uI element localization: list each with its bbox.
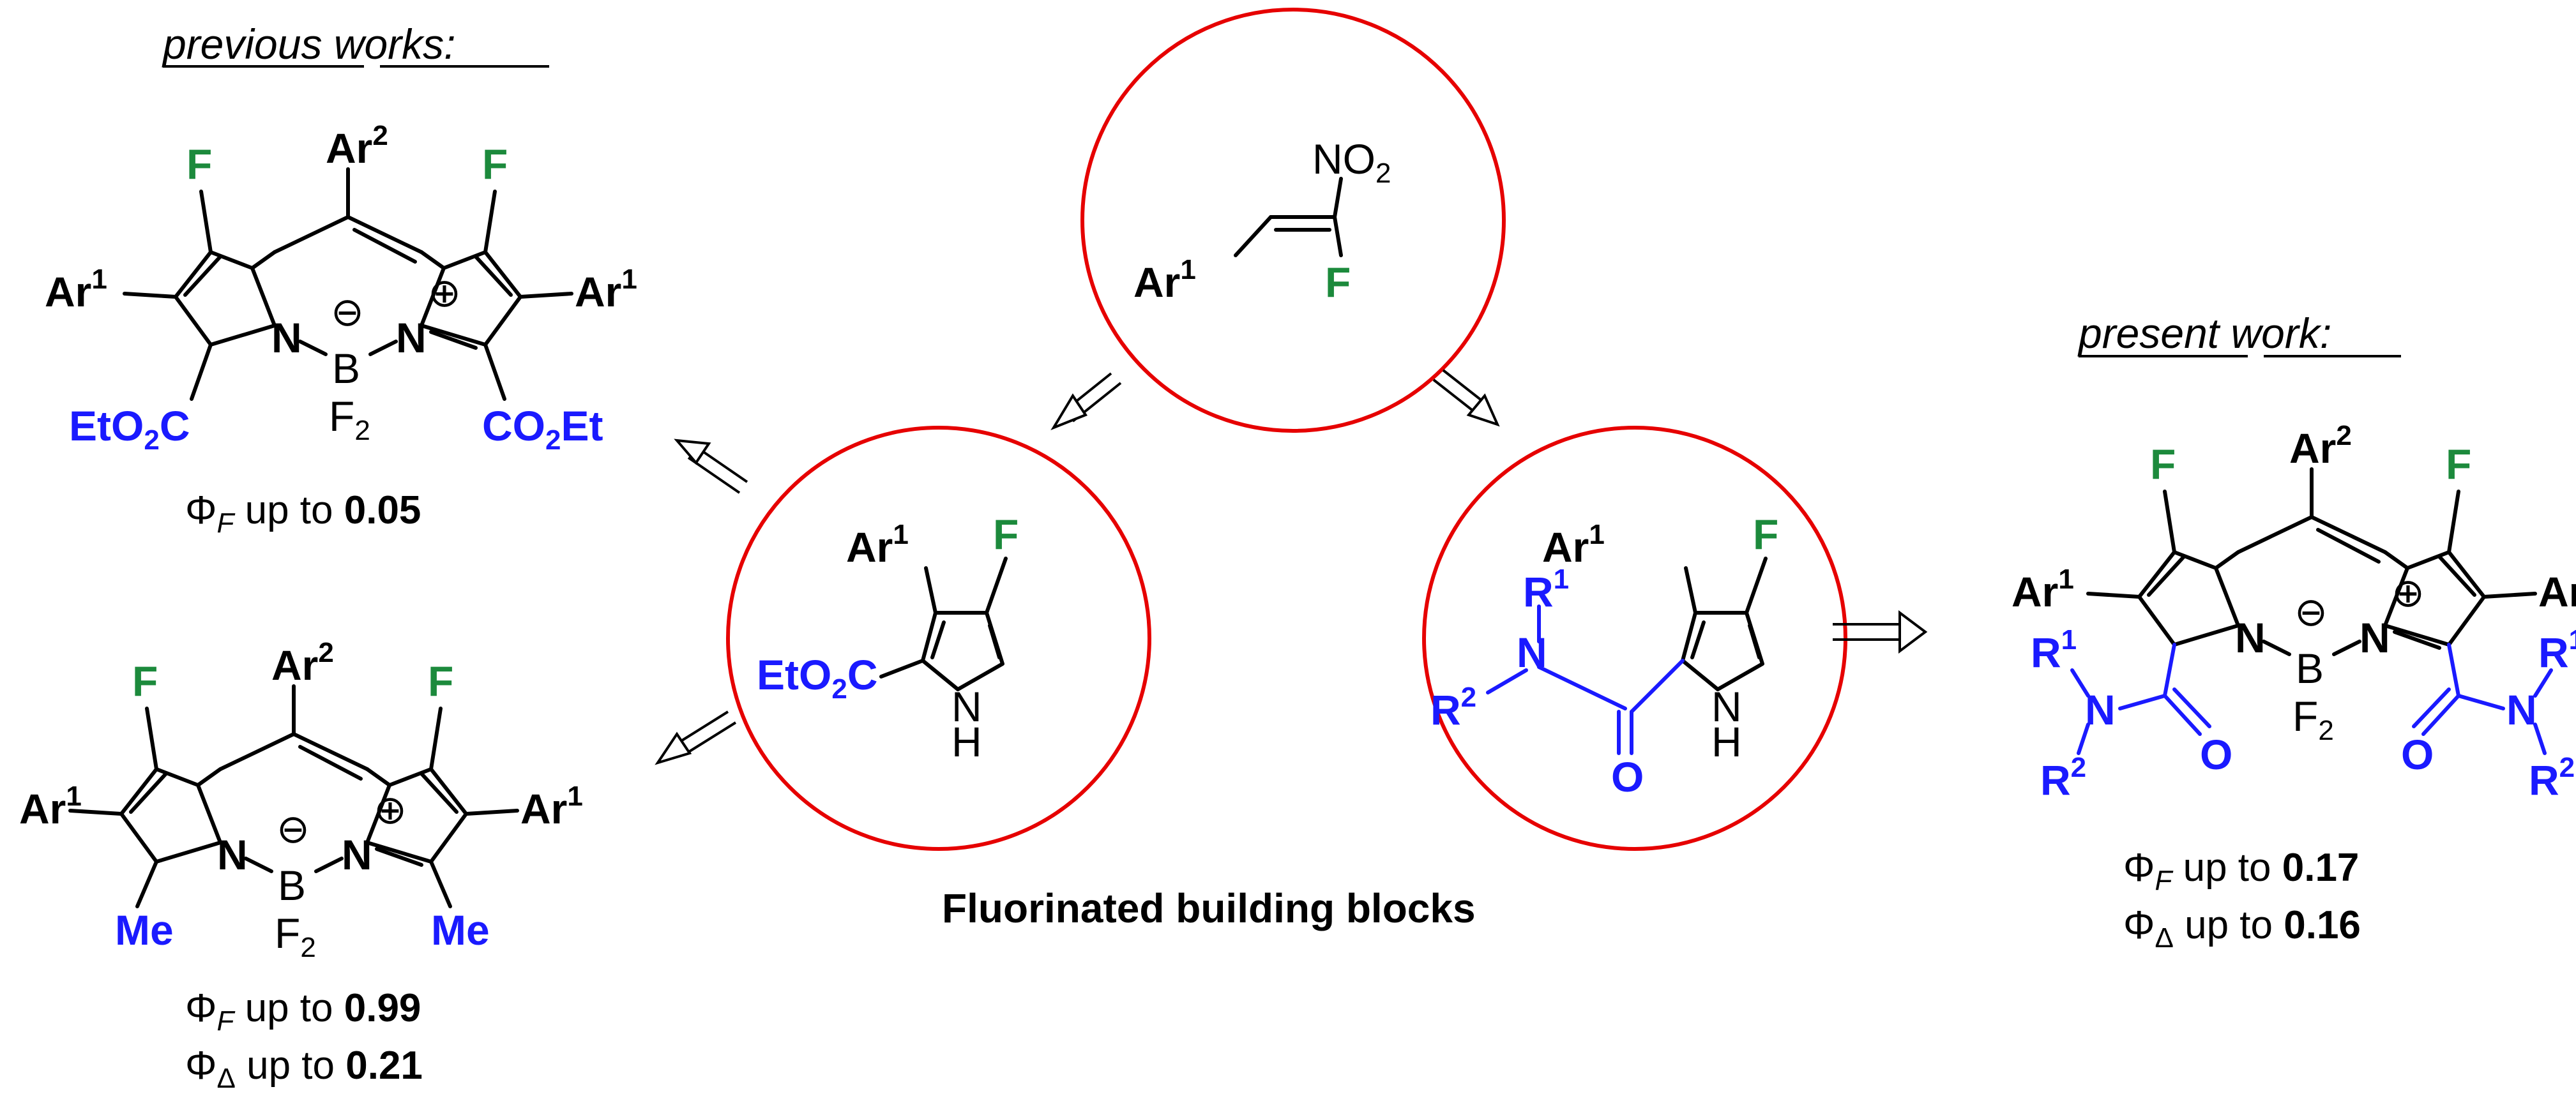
r1-label: R1 — [2538, 624, 2576, 676]
arrow-nitroalkene-to-amide-pyrrole — [1432, 369, 1500, 427]
negative-charge: ⊖ — [277, 807, 310, 851]
fluorine-label: F — [993, 511, 1019, 558]
bodipy-ester-structure: F F Ar2 Ar1 Ar1 N N B F2 ⊖ ⊕ EtO2C CO2Et — [45, 120, 637, 456]
fluorine-label: F — [428, 657, 453, 705]
nitro-group-label: NO2 — [1312, 135, 1391, 189]
positive-charge: ⊕ — [374, 788, 407, 832]
amide-nitrogen-label: N — [2085, 686, 2116, 733]
boron-label: B — [278, 862, 306, 909]
fluorescence-yield-2: ΦF up to 0.99 — [185, 986, 421, 1037]
fluorine-label: F — [482, 140, 508, 188]
aryl-label: Ar1 — [19, 781, 82, 832]
r1-label: R1 — [2031, 624, 2077, 676]
negative-charge: ⊖ — [331, 290, 364, 334]
r2-label: R2 — [2040, 752, 2086, 804]
nitrogen-label: N — [342, 831, 372, 878]
arrow-to-previous-work-1 — [674, 439, 748, 494]
hydrogen-label: H — [1711, 718, 1742, 765]
nitroalkene-circle: NO2 F Ar1 — [1080, 8, 1506, 433]
difluoride-label: F2 — [2292, 693, 2334, 746]
present-work-header: present work: — [2077, 310, 2401, 357]
oxygen-label: O — [2200, 731, 2232, 778]
fluorescence-yield-1: ΦF up to 0.05 — [185, 488, 421, 539]
arrow-to-present-work — [1833, 610, 1928, 654]
negative-charge: ⊖ — [2294, 590, 2328, 634]
nitrogen-label: N — [1711, 683, 1742, 730]
svg-text:previous works:: previous works: — [162, 20, 456, 68]
svg-text:present work:: present work: — [2077, 310, 2331, 357]
ester-label: EtO2C — [69, 402, 190, 456]
r2-label: R2 — [2529, 752, 2575, 804]
methyl-label: Me — [115, 906, 174, 954]
ester-label: EtO2C — [757, 651, 878, 705]
bodipy-amide-structure: F F Ar2 Ar1 Ar1 N N B F2 ⊖ ⊕ N R1 R2 O N… — [2012, 420, 2576, 804]
building-blocks-caption: Fluorinated building blocks — [942, 885, 1476, 931]
oxygen-label: O — [1611, 753, 1644, 800]
right-pyrrole-ring — [420, 250, 522, 347]
left-pyrrole-ring — [174, 250, 277, 347]
aryl-label: Ar1 — [846, 519, 909, 571]
amide-nitrogen-label: N — [1517, 629, 1547, 676]
r2-label: R2 — [1430, 682, 1476, 733]
difluoride-label: F2 — [275, 910, 316, 963]
aryl-label: Ar2 — [2289, 420, 2352, 472]
singlet-oxygen-yield-present: ΦΔ up to 0.16 — [2123, 903, 2361, 954]
difluoride-label: F2 — [329, 393, 370, 446]
amide-nitrogen-label: N — [2506, 686, 2537, 733]
aryl-label: Ar1 — [2012, 564, 2074, 615]
boron-label: B — [332, 345, 360, 392]
nitrogen-label: N — [217, 831, 248, 878]
positive-charge: ⊕ — [428, 271, 461, 315]
nitrogen-label: N — [396, 314, 427, 361]
nitrogen-label: N — [271, 314, 302, 361]
fluorine-label: F — [1325, 259, 1351, 306]
methyl-label: Me — [431, 906, 490, 954]
fluorine-label: F — [2150, 440, 2176, 488]
positive-charge: ⊕ — [2391, 571, 2425, 615]
fluorine-label: F — [1753, 511, 1778, 558]
fluorescence-yield-present: ΦF up to 0.17 — [2123, 846, 2359, 896]
hydrogen-label: H — [951, 718, 982, 765]
aryl-label: Ar1 — [1133, 254, 1196, 306]
aryl-label: Ar1 — [575, 264, 637, 315]
bodipy-methyl-structure: F F Ar2 Ar1 Ar1 N N B F2 ⊖ ⊕ Me Me — [19, 637, 583, 963]
aryl-label: Ar1 — [2538, 564, 2576, 615]
nitrogen-label: N — [2360, 614, 2390, 661]
aryl-label: Ar1 — [45, 264, 107, 315]
fluorine-label: F — [132, 657, 158, 705]
fluoropyrrole-amide-circle: Ar1 F N R1 R2 O N H — [1422, 426, 1847, 851]
fluorine-label: F — [2446, 440, 2471, 488]
aryl-label: Ar2 — [326, 120, 388, 172]
fluorine-label: F — [186, 140, 212, 188]
arrow-nitroalkene-to-ester-pyrrole — [1050, 372, 1122, 431]
fluoropyrrole-ester-circle: Ar1 F EtO2C N H — [726, 426, 1151, 851]
aryl-label: Ar1 — [1542, 519, 1605, 571]
ester-label: CO2Et — [482, 402, 603, 456]
oxygen-label: O — [2401, 731, 2434, 778]
arrow-to-previous-work-2 — [655, 710, 737, 765]
previous-works-header: previous works: — [162, 20, 549, 68]
singlet-oxygen-yield-2: ΦΔ up to 0.21 — [185, 1044, 423, 1094]
r1-label: R1 — [1523, 564, 1569, 615]
boron-label: B — [2296, 645, 2324, 692]
nitrogen-label: N — [951, 683, 982, 730]
aryl-label: Ar2 — [271, 637, 334, 689]
nitrogen-label: N — [2235, 614, 2266, 661]
aryl-label: Ar1 — [520, 781, 583, 832]
